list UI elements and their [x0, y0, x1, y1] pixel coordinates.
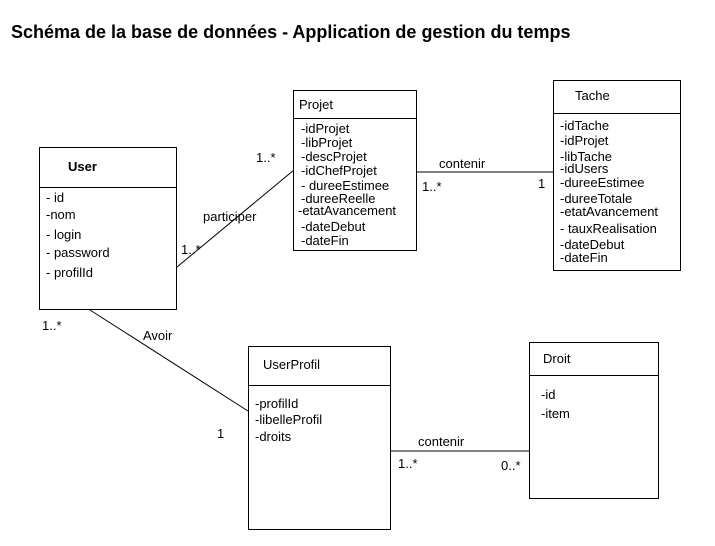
attribute: -droits: [255, 429, 292, 444]
attribute: -profilId: [255, 396, 299, 411]
entity-droit-name: Droit: [543, 351, 571, 366]
attribute: -idTache: [560, 118, 610, 133]
entity-user-name: User: [68, 159, 97, 174]
attribute: -dureeEstimee: [560, 175, 645, 190]
attribute: -idChefProjet: [301, 163, 377, 178]
diagram-title: Schéma de la base de données - Applicati…: [11, 22, 571, 42]
attribute: -id: [541, 387, 556, 402]
attribute: - profilId: [46, 265, 93, 280]
multiplicity-avoir-userprofil: 1: [217, 426, 225, 441]
attribute: -idUsers: [560, 161, 609, 176]
entity-userprofil: UserProfil -profilId -libelleProfil -dro…: [248, 346, 391, 530]
multiplicity-contenir-userprofil: 1..*: [398, 456, 418, 471]
attribute: -item: [541, 406, 570, 421]
attribute: - dureeEstimee: [301, 178, 390, 193]
multiplicity-participer-projet: 1..*: [256, 150, 276, 165]
multiplicity-contenir-projet: 1..*: [422, 179, 442, 194]
attribute: -dateDebut: [301, 219, 366, 234]
attribute: -dateFin: [560, 250, 608, 265]
entity-droit: Droit -id -item: [529, 342, 659, 499]
attribute: - tauxRealisation: [560, 221, 657, 236]
attribute: -libelleProfil: [255, 412, 323, 427]
participer-line: [176, 169, 295, 268]
attribute: -etatAvancement: [298, 203, 397, 218]
attribute: -nom: [46, 207, 76, 222]
attribute: -libTache: [560, 149, 613, 164]
entity-projet-name: Projet: [299, 97, 333, 112]
relation-participer-label: participer: [203, 209, 257, 224]
attribute: -dureeReelle: [301, 191, 376, 206]
relation-contenir-projet-tache-label: contenir: [439, 156, 486, 171]
attribute: - id: [46, 190, 65, 205]
entity-tache: Tache -idTache -idProjet -libTache -idUs…: [553, 80, 681, 271]
attribute: - login: [46, 227, 82, 242]
attribute: - password: [46, 245, 110, 260]
relation-contenir-profil-droit-label: contenir: [418, 434, 465, 449]
entity-userprofil-name: UserProfil: [263, 357, 321, 372]
attribute: -idProjet: [301, 121, 350, 136]
entity-projet: Projet -idProjet -libProjet -descProjet …: [293, 90, 417, 251]
multiplicity-participer-user: 1..*: [181, 242, 201, 257]
attribute: -etatAvancement: [560, 204, 659, 219]
attribute: -descProjet: [301, 149, 367, 164]
entity-user: User - id -nom - login - password - prof…: [39, 147, 177, 310]
attribute: -dureeTotale: [560, 191, 633, 206]
multiplicity-contenir-droit: 0..*: [501, 458, 521, 473]
attribute: -dateFin: [301, 233, 349, 248]
avoir-line: [89, 309, 249, 412]
attribute: -dateDebut: [560, 237, 625, 252]
relation-avoir-label: Avoir: [143, 328, 173, 343]
attribute: -libProjet: [301, 135, 353, 150]
attribute: -idProjet: [560, 133, 609, 148]
entity-tache-name: Tache: [575, 88, 610, 103]
multiplicity-contenir-tache: 1: [538, 176, 546, 191]
multiplicity-avoir-user: 1..*: [42, 318, 62, 333]
